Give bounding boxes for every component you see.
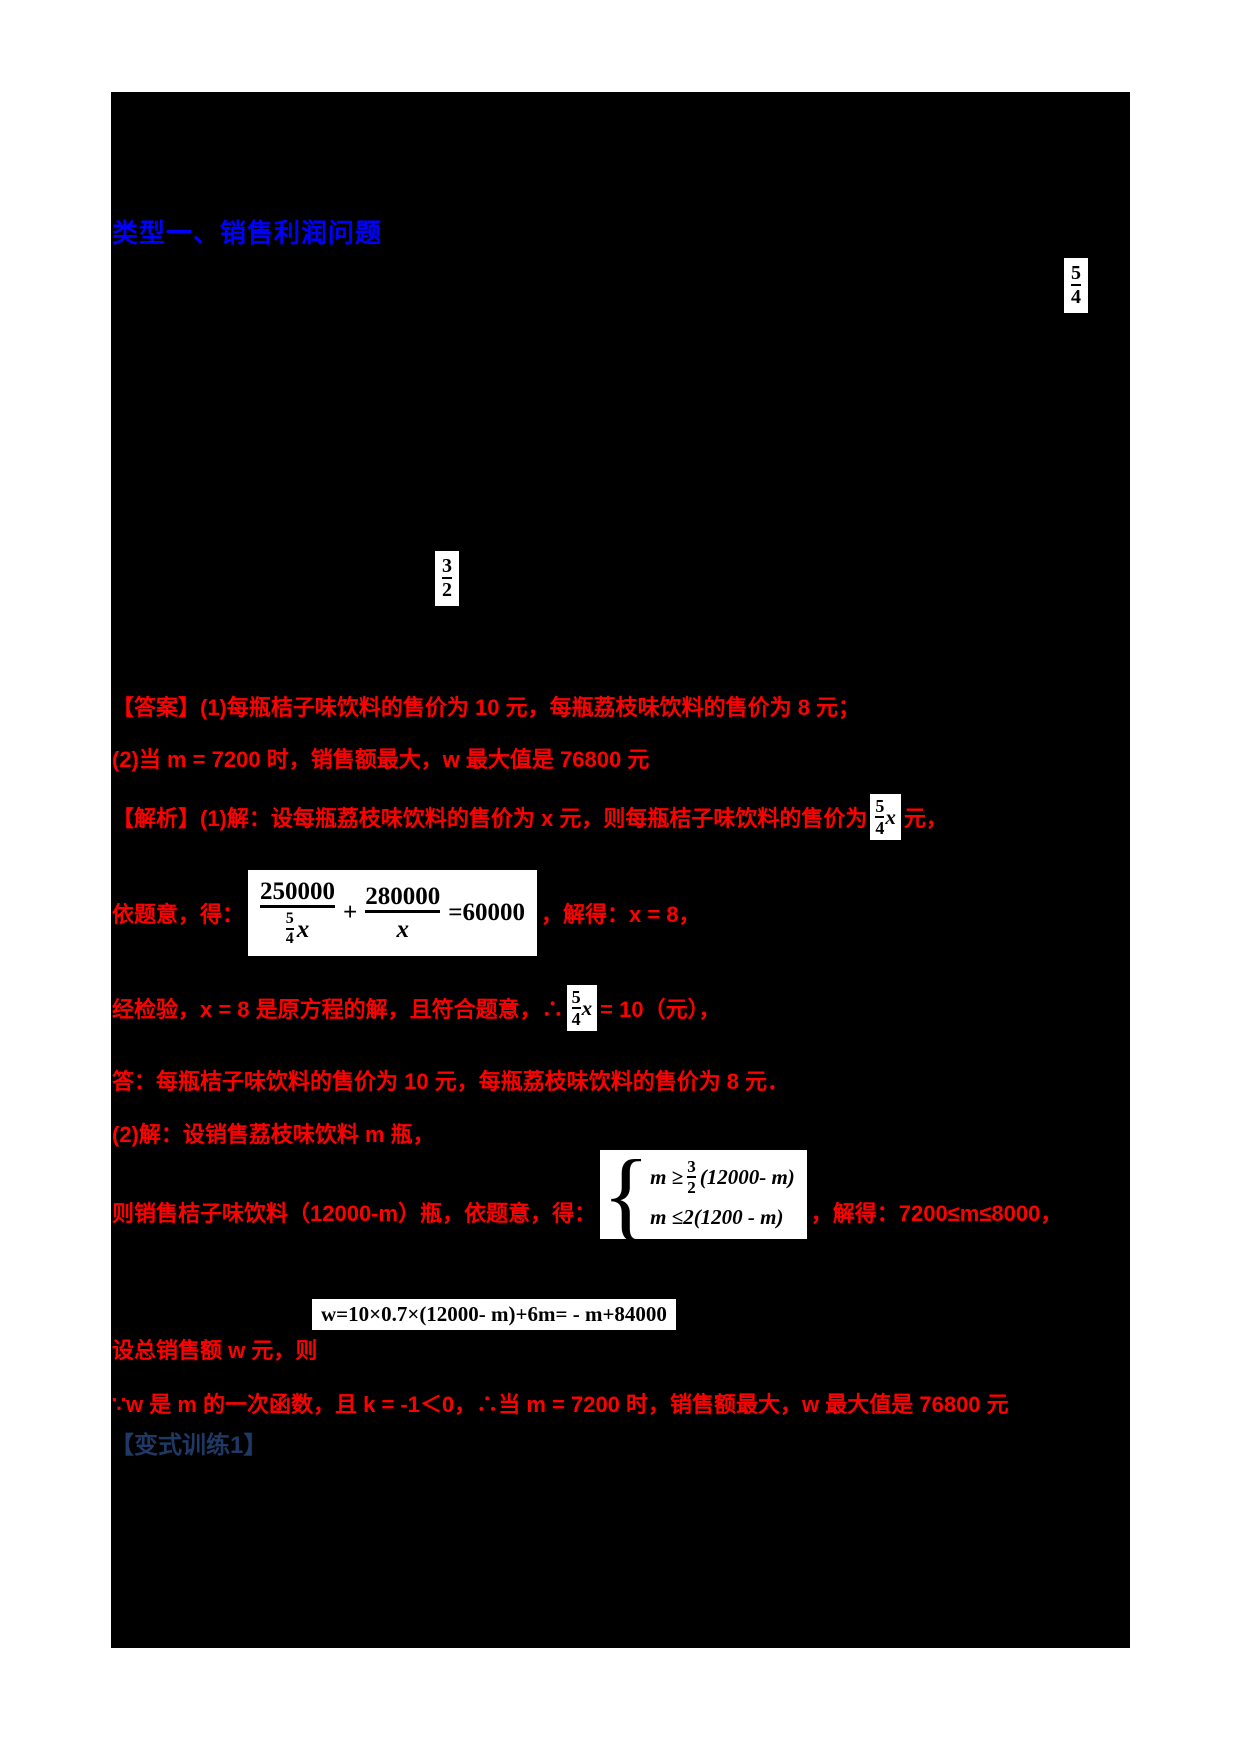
part2-setup: (2)解：设销售荔枝味饮料 m 瓶， xyxy=(112,1122,435,1147)
equation-row: 依题意，得： 250000 5 4 x + 280000 x =60000 ，解… xyxy=(112,858,701,968)
equation-fraction-1: 250000 5 4 x xyxy=(260,877,336,948)
equation-rhs: =60000 xyxy=(448,899,526,926)
denominator-2: x xyxy=(365,910,441,944)
total-sales-equation-box: w=10×0.7×(12000- m)+6m= - m+84000 xyxy=(312,1299,676,1330)
five-fourths-stack: 5 4 xyxy=(875,795,885,838)
check-pre: 经检验，x = 8 是原方程的解，且符合题意，∴ xyxy=(112,997,564,1022)
equation-pre: 依题意，得： xyxy=(112,902,245,927)
system-lines: m ≥ 3 2 (12000- m) m ≤2(1200 - m) xyxy=(650,1158,795,1230)
numerator-2: 280000 xyxy=(365,882,441,910)
equation-post: ，解得：x = 8， xyxy=(541,902,701,927)
inequality-1-lhs: m ≥ xyxy=(650,1165,684,1189)
fraction-denominator: 4 xyxy=(571,1006,581,1029)
denominator-1: 5 4 x xyxy=(260,905,336,948)
fraction-variable: x xyxy=(581,995,593,1020)
system-box: { m ≥ 3 2 (12000- m) m ≤2(1200 - m) xyxy=(600,1138,807,1250)
solution-setup-pre: 【解析】(1)解：设每瓶荔枝味饮料的售价为 x 元，则每瓶桔子味饮料的售价为 xyxy=(112,806,868,831)
inequality-2: m ≤2(1200 - m) xyxy=(650,1204,784,1229)
fraction-numerator: 5 xyxy=(1071,262,1081,284)
numerator-1: 250000 xyxy=(260,877,336,905)
check-post: = 10（元）， xyxy=(600,997,721,1022)
system-post: ，解得：7200≤m≤8000， xyxy=(810,1201,1063,1226)
system-row: 则销售桔子味饮料（12000-m）瓶，依题意，得： { m ≥ 3 2 (120… xyxy=(112,1141,1062,1247)
five-fourths-stack: 5 4 xyxy=(571,986,581,1029)
subsection-heading: 【变式训练1】 xyxy=(110,1432,268,1459)
check-row: 经检验，x = 8 是原方程的解，且符合题意，∴ 5 4 x = 10（元）， xyxy=(112,974,721,1042)
three-halves-stack: 3 2 xyxy=(687,1158,696,1197)
fraction-numerator: 5 xyxy=(875,795,885,816)
answer-line-2: (2)当 m = 7200 时，销售额最大，w 最大值是 76800 元 xyxy=(112,747,650,772)
solution-setup-post: 元， xyxy=(903,806,948,831)
fraction-denominator: 2 xyxy=(442,577,452,601)
fraction-three-halves: 3 2 xyxy=(435,551,459,606)
denominator-1-variable: x xyxy=(296,916,310,943)
total-sales-text: 设总销售额 w 元，则 xyxy=(112,1338,318,1363)
solution-setup-row: 【解析】(1)解：设每瓶荔枝味饮料的售价为 x 元，则每瓶桔子味饮料的售价为 5… xyxy=(112,783,948,851)
fraction-numerator: 3 xyxy=(442,555,452,577)
fraction-variable: x xyxy=(885,804,896,829)
fraction-five-fourths: 5 4 xyxy=(1064,258,1088,313)
fraction-denominator: 4 xyxy=(1071,284,1081,308)
conclusion-line: ∵w 是 m 的一次函数，且 k = -1＜0，∴当 m = 7200 时，销售… xyxy=(112,1392,1009,1417)
answer-line-1: 【答案】(1)每瓶桔子味饮料的售价为 10 元，每瓶荔枝味饮料的售价为 8 元； xyxy=(112,695,861,720)
price-fraction-box-2: 5 4 x xyxy=(566,984,598,1032)
fraction-denominator: 2 xyxy=(687,1176,696,1197)
equation-box: 250000 5 4 x + 280000 x =60000 xyxy=(248,869,538,957)
plus-operator: + xyxy=(343,899,358,926)
fraction-numerator: 5 xyxy=(285,910,294,928)
system-pre: 则销售桔子味饮料（12000-m）瓶，依题意，得： xyxy=(112,1201,597,1226)
fraction-denominator: 4 xyxy=(875,815,885,838)
left-brace: { xyxy=(602,1138,651,1250)
inequality-1: m ≥ 3 2 (12000- m) xyxy=(650,1158,795,1197)
inequality-1-rhs: (12000- m) xyxy=(699,1165,795,1189)
answer-sentence: 答：每瓶桔子味饮料的售价为 10 元，每瓶荔枝味饮料的售价为 8 元． xyxy=(112,1069,790,1094)
fraction-numerator: 5 xyxy=(571,986,581,1007)
section-heading: 类型一、销售利润问题 xyxy=(112,218,383,248)
price-fraction-box: 5 4 x xyxy=(870,793,901,841)
nested-five-fourths: 5 4 xyxy=(285,910,294,948)
equation-fraction-2: 280000 x xyxy=(365,882,441,944)
fraction-numerator: 3 xyxy=(687,1157,696,1177)
fraction-denominator: 4 xyxy=(285,928,294,948)
